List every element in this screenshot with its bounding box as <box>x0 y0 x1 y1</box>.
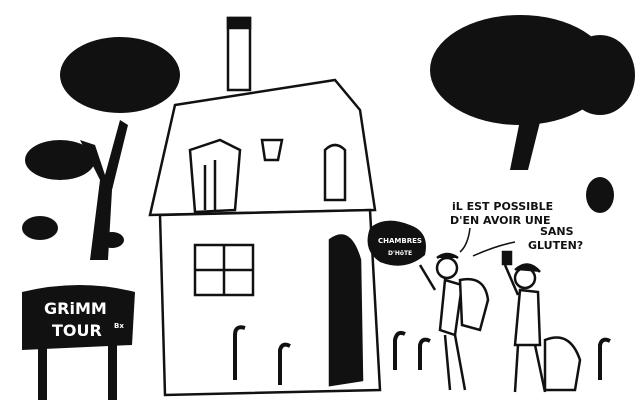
grimm-tour-sign: GRiMM TOUR Bx <box>22 285 135 400</box>
inn-sign-line2: D'HôTE <box>388 250 412 257</box>
candy-canes <box>233 325 611 385</box>
speech-bubble2-line1: SANS <box>540 225 574 238</box>
chambres-dhote-sign: CHAMBRES D'HôTE <box>367 220 426 266</box>
sign-line2: TOUR <box>52 321 102 340</box>
left-tree <box>22 37 180 260</box>
gingerbread-house <box>148 16 382 397</box>
speech-text: iL EST POSSIBLE D'EN AVOIR UNE SANS GLUT… <box>450 200 583 257</box>
tourists <box>418 250 582 393</box>
inn-sign-line1: CHAMBRES <box>378 237 422 245</box>
sign-line1: GRiMM <box>44 299 107 318</box>
artist-signature: Bx <box>114 322 124 330</box>
speech-bubble1-line2: D'EN AVOIR UNE <box>450 214 551 227</box>
speech-bubble1-line1: iL EST POSSIBLE <box>452 200 553 213</box>
speech-bubble2-line2: GLUTEN? <box>528 239 583 252</box>
right-tree <box>430 15 635 213</box>
